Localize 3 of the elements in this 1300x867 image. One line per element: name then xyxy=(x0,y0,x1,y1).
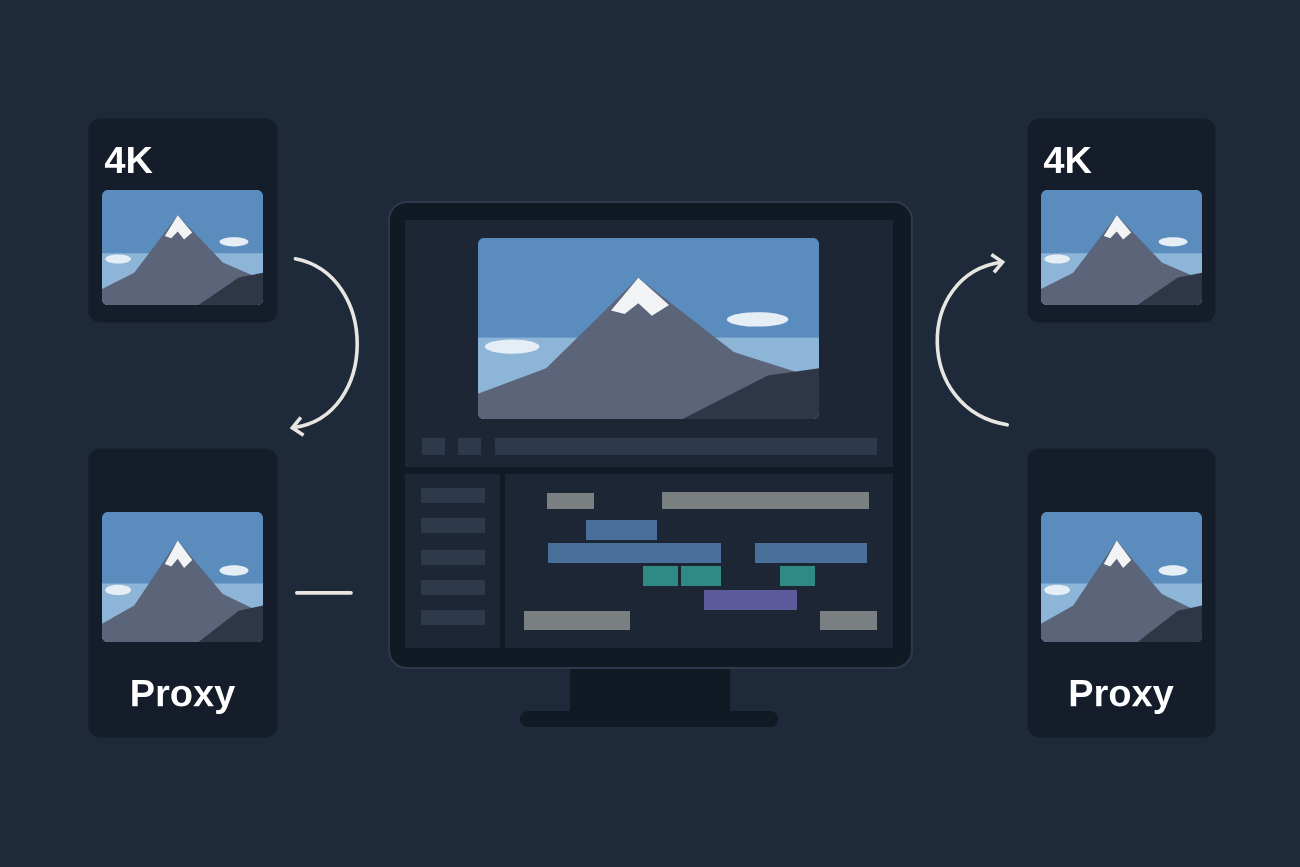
curved-arrow xyxy=(289,257,359,437)
connector-line xyxy=(295,591,353,595)
curved-arrow xyxy=(935,253,1010,427)
